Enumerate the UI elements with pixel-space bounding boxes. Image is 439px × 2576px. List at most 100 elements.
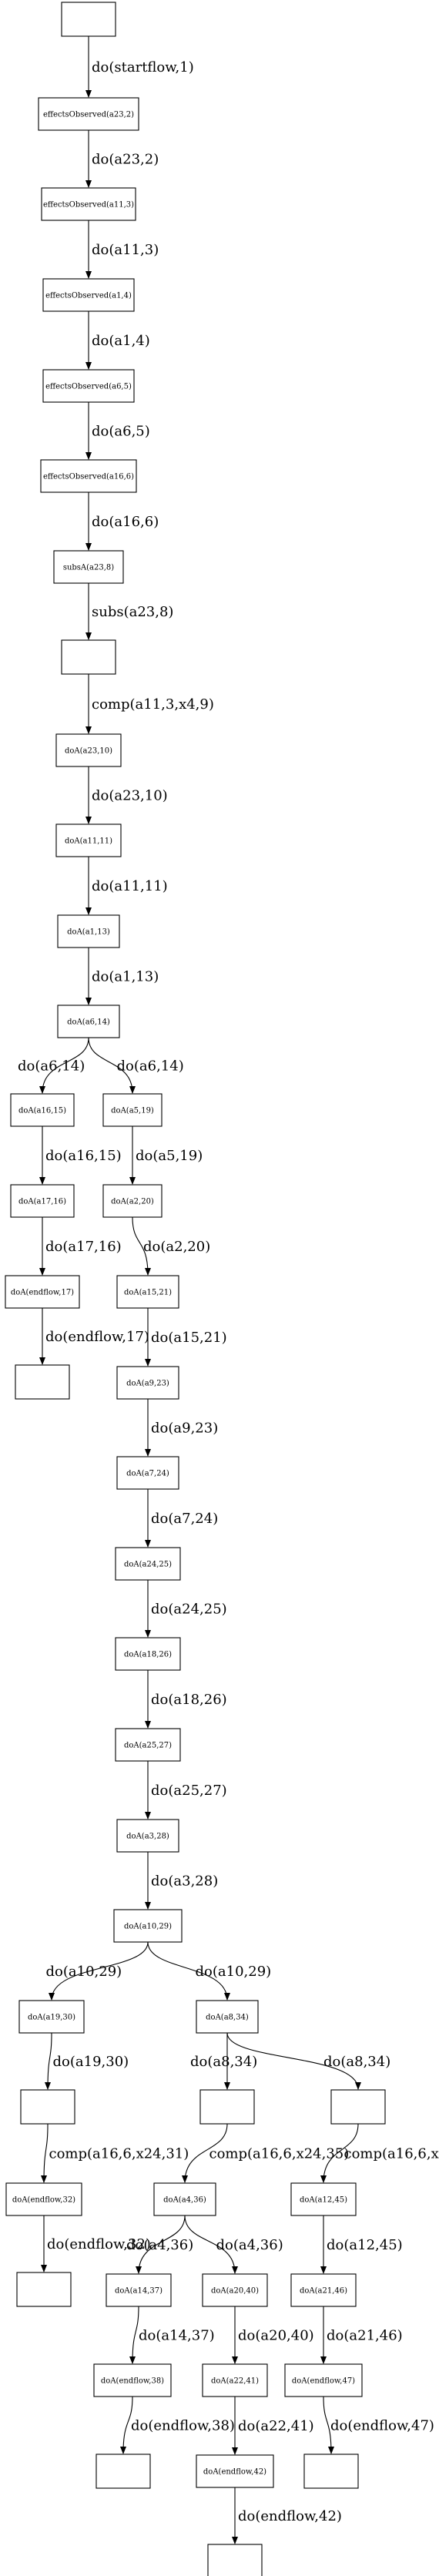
edge-label: do(endflow,47) — [330, 2418, 434, 2434]
edge-label: do(a16,6) — [92, 514, 159, 530]
edge: comp(a16,6,x24,35) — [182, 2123, 349, 2183]
edge-arrow — [45, 2032, 52, 2090]
edge-label: do(a8,34) — [190, 2054, 257, 2070]
edge-label: do(a4,36) — [126, 2237, 193, 2253]
empty-state-node — [330, 2089, 386, 2125]
node-box — [10, 1093, 75, 1127]
edge-label: do(a12,45) — [327, 2237, 403, 2253]
edge: do(a5,19) — [129, 1126, 203, 1185]
node-box — [53, 550, 124, 584]
node-label: doA(a22,41) — [211, 2377, 259, 2386]
state-node: doA(a25,27) — [115, 1728, 181, 1762]
edge-label: subs(a23,8) — [92, 604, 173, 620]
node-box — [290, 2182, 357, 2216]
state-node: doA(a20,40) — [202, 2273, 268, 2307]
node-box — [40, 459, 137, 493]
edge-arrow — [323, 2396, 334, 2454]
node-label: doA(a15,21) — [124, 1289, 172, 1297]
node-box — [116, 1456, 179, 1490]
empty-state-node — [96, 2454, 151, 2489]
state-node: doA(a12,45) — [290, 2182, 357, 2216]
edge-label: do(a11,3) — [92, 242, 159, 258]
node-label: doA(a20,40) — [211, 2287, 259, 2296]
nodes: effectsObserved(a23,2)effectsObserved(a1… — [5, 2, 386, 2576]
node-label: doA(endflow,17) — [11, 1289, 74, 1297]
edge: subs(a23,8) — [85, 583, 173, 640]
node-box — [61, 2, 116, 37]
node-box — [113, 1909, 183, 1943]
edge-label: do(a20,40) — [238, 2328, 314, 2344]
edge-arrow — [320, 2123, 359, 2183]
node-box — [199, 2089, 255, 2125]
edge: do(a15,21) — [145, 1308, 227, 1367]
state-node: doA(a4,36) — [153, 2182, 216, 2216]
state-node: effectsObserved(a6,5) — [42, 369, 135, 403]
edge: do(a3,28) — [145, 1852, 218, 1910]
node-label: doA(a2,20) — [111, 1198, 154, 1206]
edge-arrow — [147, 1941, 230, 2001]
edge: do(a9,23) — [145, 1399, 218, 1457]
edge: do(a16,15) — [39, 1126, 122, 1185]
edge-label: do(a4,36) — [216, 2237, 283, 2253]
node-label: doA(a1,13) — [67, 928, 110, 937]
state-node: doA(a17,16) — [10, 1184, 75, 1218]
node-label: doA(a23,10) — [65, 747, 112, 756]
node-box — [5, 2182, 82, 2216]
node-box — [290, 2273, 357, 2307]
edge: comp(a16,6,x24,31) — [41, 2123, 189, 2183]
edge: do(a20,40) — [232, 2306, 314, 2364]
edge: do(a23,10) — [85, 766, 168, 824]
edge: do(a6,14) — [88, 1037, 184, 1094]
node-label: doA(endflow,32) — [12, 2196, 75, 2205]
node-label: effectsObserved(a16,6) — [43, 473, 134, 481]
state-node: doA(a3,28) — [116, 1819, 179, 1853]
state-node: doA(a5,19) — [102, 1093, 163, 1127]
state-node: doA(a7,24) — [116, 1456, 179, 1490]
edge-label: do(a3,28) — [151, 1873, 218, 1890]
edge-label: do(a14,37) — [139, 2328, 215, 2344]
state-node: doA(a16,15) — [10, 1093, 75, 1127]
edge: do(a19,30) — [45, 2032, 129, 2090]
edge-label: do(a2,20) — [143, 1239, 210, 1255]
edge-label: do(a23,10) — [92, 788, 168, 804]
edge-label: do(a15,21) — [151, 1330, 227, 1346]
node-label: doA(a7,24) — [126, 1470, 169, 1478]
edge: do(a8,34) — [226, 2032, 390, 2090]
edge-label: do(a6,14) — [117, 1058, 184, 1075]
state-node: effectsObserved(a1,4) — [42, 278, 135, 312]
node-box — [106, 2273, 172, 2307]
node-box — [303, 2454, 359, 2489]
edge: do(a12,45) — [320, 2215, 403, 2274]
edge: do(a6,5) — [85, 402, 150, 460]
edge-label: do(a10,29) — [46, 1964, 122, 1980]
node-box — [202, 2363, 268, 2397]
node-box — [41, 187, 136, 221]
edge-label: do(a17,16) — [45, 1239, 122, 1255]
edge: do(endflow,32) — [41, 2215, 151, 2272]
node-label: doA(endflow,47) — [292, 2377, 355, 2386]
node-label: doA(a8,34) — [206, 2014, 249, 2022]
node-box — [38, 97, 139, 131]
edges: do(startflow,1)do(a23,2)do(a11,3)do(a1,4… — [18, 36, 439, 2544]
state-node: effectsObserved(a16,6) — [40, 459, 137, 493]
node-box — [196, 2454, 274, 2488]
node-box — [42, 278, 135, 312]
node-label: doA(a5,19) — [111, 1107, 154, 1115]
node-label: doA(endflow,38) — [101, 2377, 164, 2386]
node-label: doA(a17,16) — [18, 1198, 66, 1206]
state-node: doA(a10,29) — [113, 1909, 183, 1943]
edge: do(a11,11) — [85, 857, 168, 915]
edge-label: do(a10,29) — [196, 1964, 272, 1980]
node-box — [196, 2000, 259, 2034]
node-box — [15, 1364, 70, 1400]
edge-label: do(endflow,32) — [47, 2236, 151, 2252]
edge: do(endflow,17) — [39, 1308, 149, 1365]
edge: do(a23,2) — [85, 130, 159, 188]
node-box — [116, 1819, 179, 1853]
node-box — [55, 733, 122, 767]
edge: do(a14,37) — [129, 2306, 215, 2364]
edge: do(a11,3) — [85, 220, 159, 279]
node-box — [116, 1275, 179, 1309]
node-box — [116, 1366, 179, 1400]
state-node: doA(a1,13) — [57, 914, 120, 948]
